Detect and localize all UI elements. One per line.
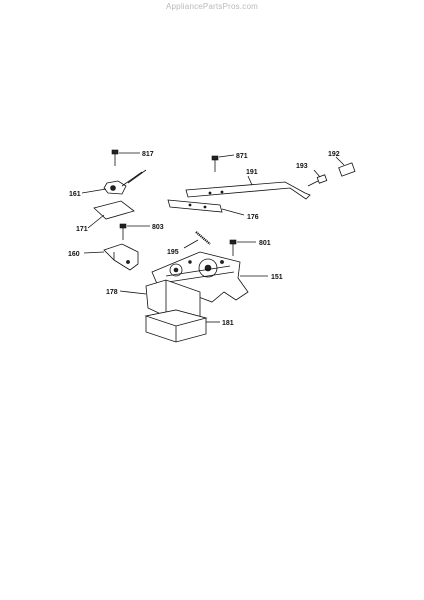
callout-160: 160 <box>68 251 80 258</box>
callout-817: 817 <box>142 151 154 158</box>
part-193-connector <box>307 169 328 187</box>
part-161-bracket <box>81 169 147 195</box>
callout-195: 195 <box>167 249 179 256</box>
part-195-spring <box>183 231 211 249</box>
callout-178: 178 <box>106 289 118 296</box>
part-803-screw <box>119 223 150 240</box>
part-801-screw <box>229 239 256 256</box>
callout-191: 191 <box>246 169 258 176</box>
part-171-plate <box>87 200 135 229</box>
callout-176: 176 <box>247 214 259 221</box>
part-817-screw <box>111 149 140 166</box>
part-178-housing <box>119 279 201 323</box>
callout-801: 801 <box>259 240 271 247</box>
part-176-bar <box>167 199 245 216</box>
part-191-rod <box>185 175 311 200</box>
watermark: AppliancePartsPros.com <box>166 2 258 11</box>
callout-871: 871 <box>236 153 248 160</box>
callout-151: 151 <box>271 274 283 281</box>
callout-171: 171 <box>76 226 88 233</box>
callout-161: 161 <box>69 191 81 198</box>
callout-181: 181 <box>222 320 234 327</box>
part-181-box <box>144 309 220 343</box>
callout-193: 193 <box>296 163 308 170</box>
callout-803: 803 <box>152 224 164 231</box>
part-192-cap <box>335 156 356 177</box>
part-871-screw <box>211 154 235 172</box>
part-160-bracket <box>83 243 139 271</box>
callout-192: 192 <box>328 151 340 158</box>
